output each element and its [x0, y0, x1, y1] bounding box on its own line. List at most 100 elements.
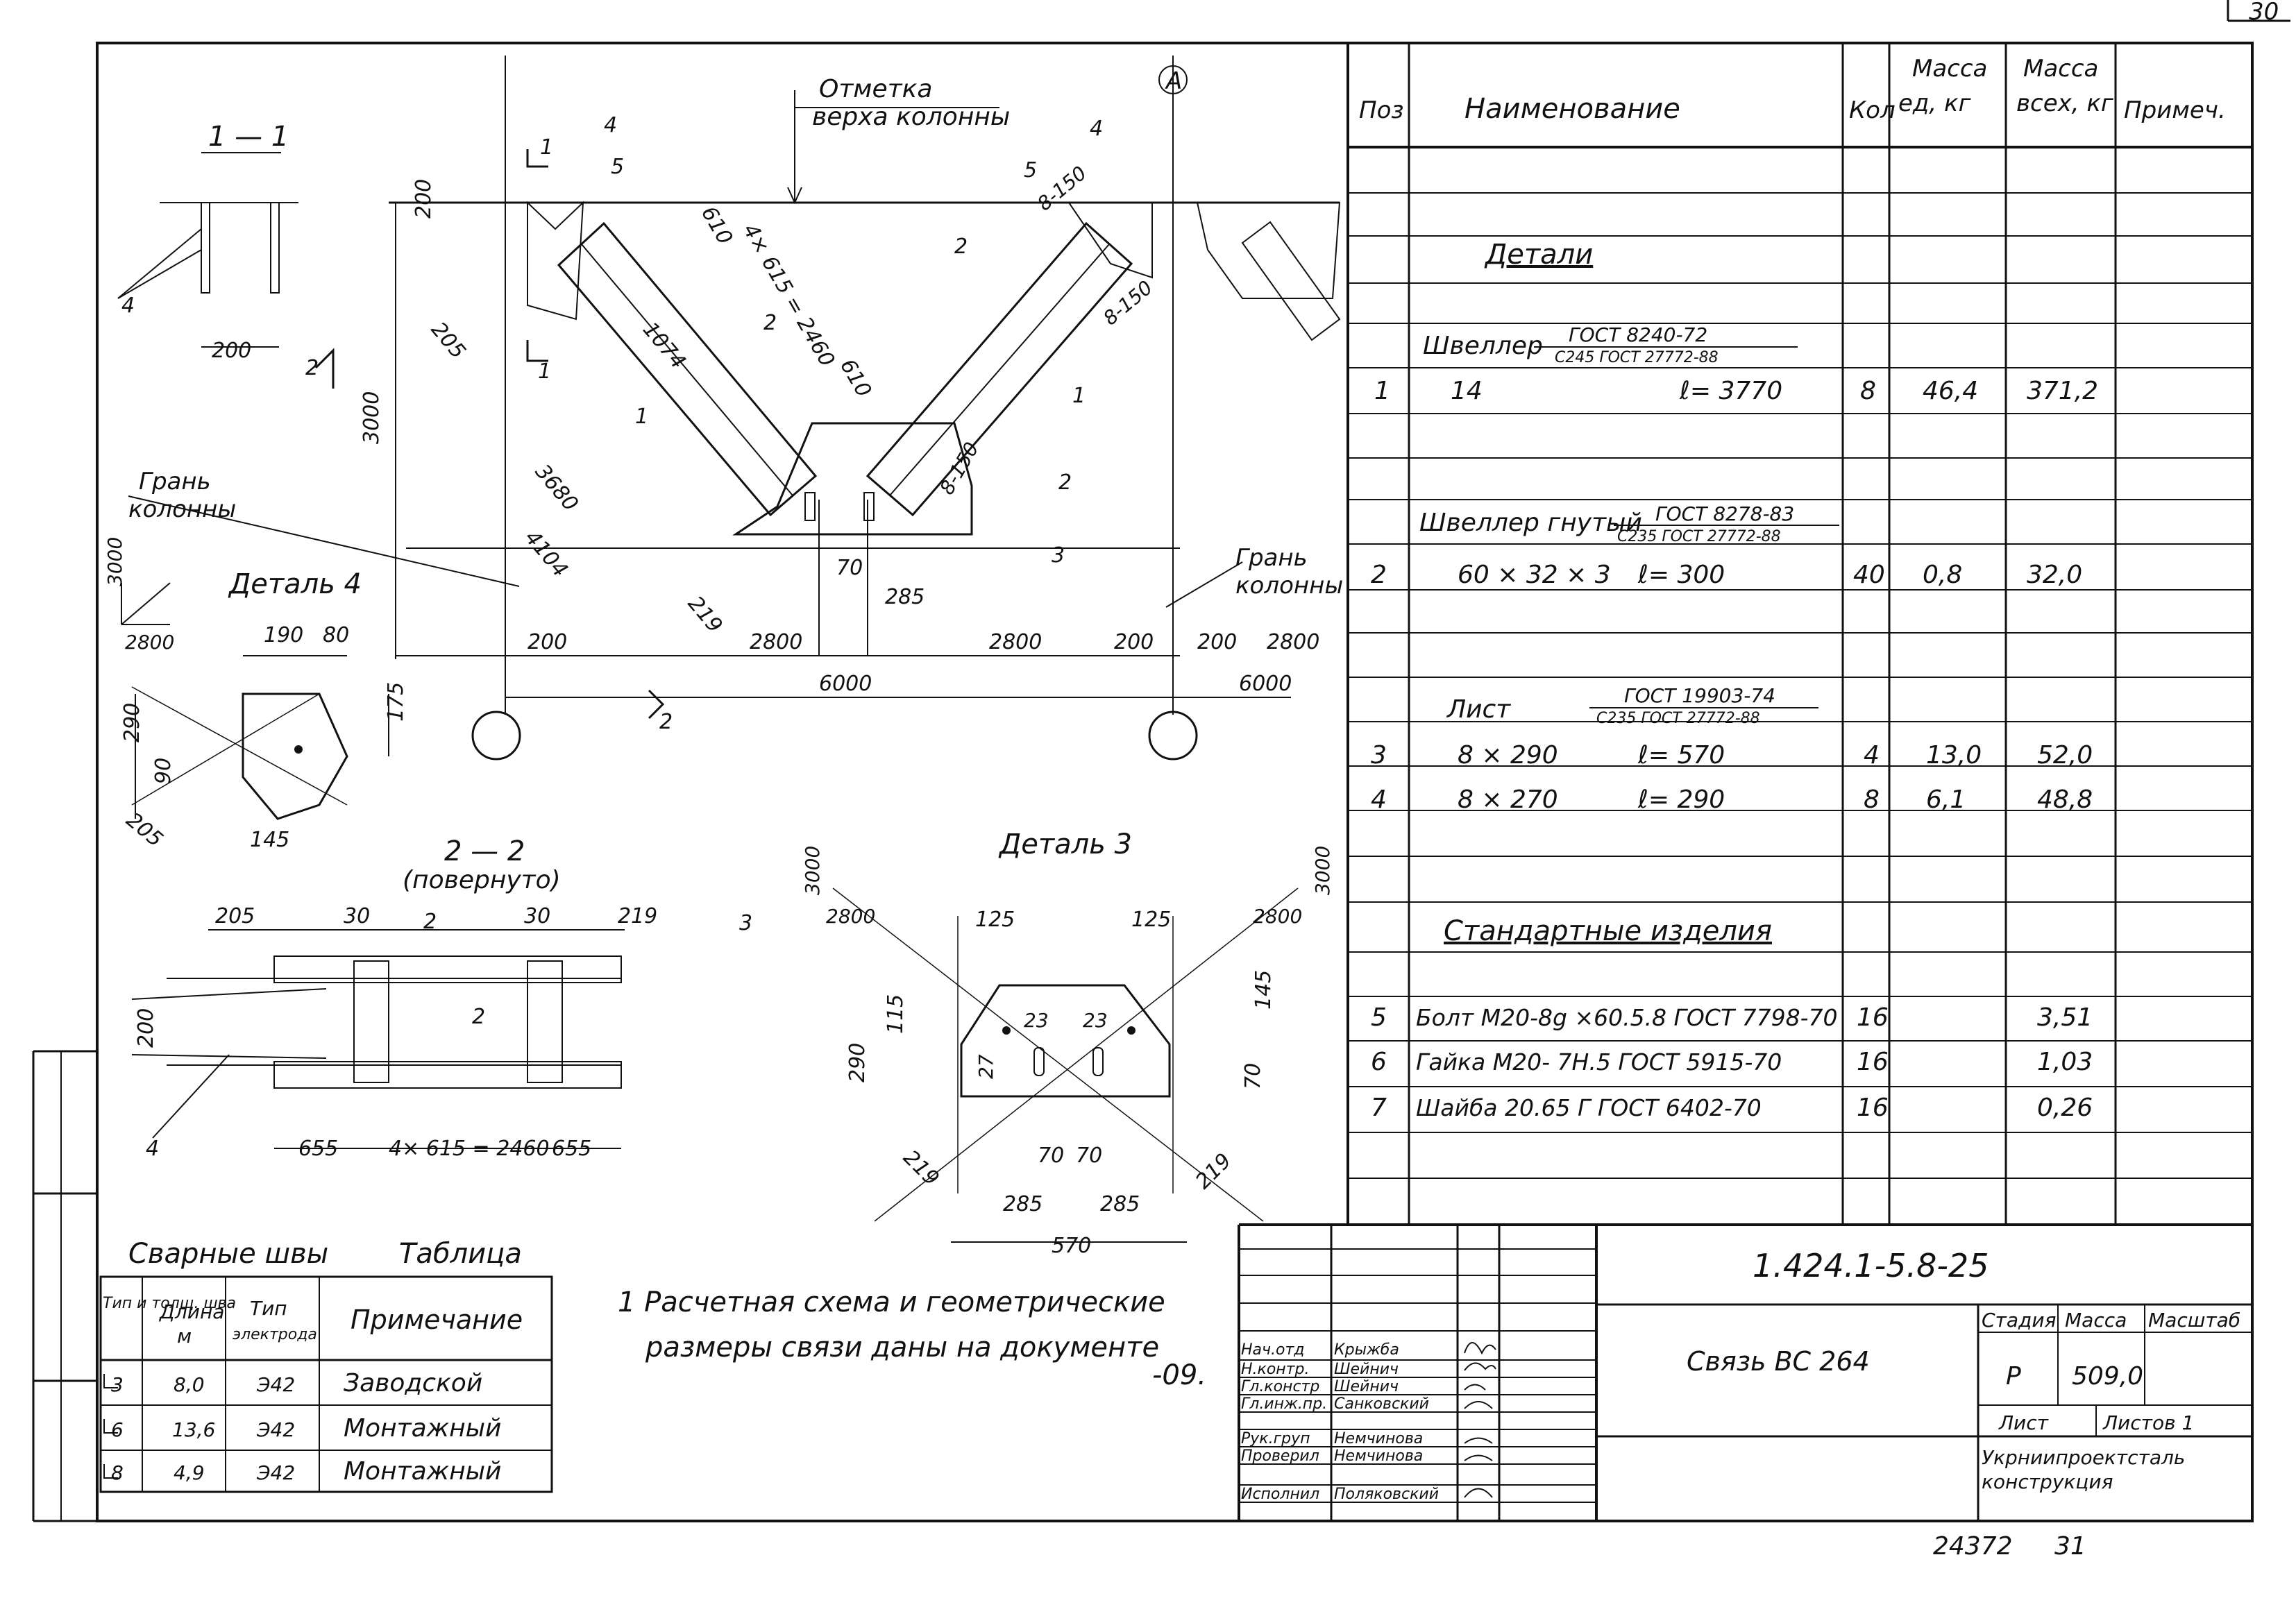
mass-value: 509,0 — [2072, 1362, 2143, 1391]
weld-row: 6 13,6 Э42 Монтажный — [111, 1414, 501, 1443]
spec-row-qty: 16 — [1857, 1003, 1889, 1032]
detail-3-dim-3000-right: 3000 — [1311, 846, 1334, 895]
stage-value: Р — [2006, 1362, 2021, 1391]
section-2-2-dim-655-a: 655 — [298, 1137, 338, 1161]
signature-role: Исполнил — [1241, 1486, 1319, 1503]
weld-electrode: Э42 — [256, 1418, 295, 1441]
callout-5-right: 5 — [1024, 158, 1037, 182]
spec-row: 2 60 × 32 × 3 ℓ= 300 40 0,8 32,0 — [1371, 561, 2082, 589]
dim-4104: 4104 — [520, 526, 573, 582]
mark-label-2: верха колонны — [812, 103, 1010, 131]
spec-row-name: 8 × 290 — [1458, 741, 1558, 770]
section-2-2-dim-30-a: 30 — [344, 904, 370, 928]
section-mark-2-top: 2 — [305, 356, 319, 380]
page-number-top: 30 — [2249, 0, 2279, 26]
spec-header-qty: Кол — [1849, 96, 1896, 124]
weld-8-150-c: 8-150 — [1033, 162, 1091, 216]
weld-8-150-a: 8-150 — [935, 439, 983, 499]
detail-4-dim-145: 145 — [250, 828, 289, 852]
note-line-2: размеры связи даны на документе — [645, 1332, 1159, 1363]
weld-table-grid — [99, 1275, 553, 1493]
weld-note: Заводской — [344, 1369, 482, 1397]
group1-std-top: ГОСТ 8240-72 — [1569, 323, 1707, 346]
detail-3-dim-23-a: 23 — [1024, 1009, 1049, 1032]
detail-4 — [121, 582, 389, 820]
detail-3-dim-70-a: 70 — [1038, 1144, 1064, 1168]
weld-row: 3 8,0 Э42 Заводской — [111, 1369, 482, 1397]
weld-length: 8,0 — [174, 1373, 205, 1396]
weld-note: Монтажный — [344, 1414, 501, 1443]
sheet-frame — [32, 0, 2290, 1522]
doc-title: Связь ВС 264 — [1687, 1346, 1870, 1377]
welds-caption-left: Сварные швы — [128, 1238, 328, 1270]
spec-row-pos: 3 — [1371, 741, 1387, 770]
spec-row-mass-unit: 13,0 — [1926, 741, 1982, 770]
callout-1-right: 1 — [1072, 384, 1086, 408]
dim-3000: 3000 — [360, 391, 384, 444]
group2-name: Швеллер гнутый — [1419, 509, 1642, 537]
detail-4-dim-290: 290 — [120, 703, 144, 742]
section-2-2-callout-2-top: 2 — [423, 910, 437, 934]
detail-3-dim-3000-left: 3000 — [801, 846, 824, 895]
detail-4-title: Деталь 4 — [228, 568, 362, 600]
section-mark-1-bot: 1 — [538, 359, 551, 384]
spec-section-std: Стандартные изделия — [1444, 915, 1772, 947]
signature-role: Гл.констр — [1241, 1378, 1319, 1395]
spec-row-qty: 40 — [1853, 561, 1885, 589]
detail-4-dim-90: 90 — [151, 758, 176, 784]
detail-4-dim-175: 175 — [384, 682, 408, 722]
detail-4-dim-205: 205 — [121, 808, 167, 852]
detail-3-dim-2800-right: 2800 — [1253, 905, 1302, 928]
detail-3-dim-290: 290 — [845, 1043, 870, 1082]
spec-row-len: ℓ= 3770 — [1679, 377, 1782, 405]
spec-row: 4 8 × 270 ℓ= 290 8 6,1 48,8 — [1371, 785, 2093, 814]
detail-4-dim-80: 80 — [323, 623, 349, 647]
callout-3: 3 — [1052, 543, 1065, 568]
dim-6000: 6000 — [819, 672, 872, 696]
spec-header-pos: Поз — [1359, 96, 1403, 124]
signature-name: Немчинова — [1334, 1430, 1423, 1447]
dim-200-vertical: 200 — [412, 179, 436, 219]
archive-number: 24372 — [1933, 1532, 2013, 1561]
spec-header-mass-all-2: всех, кг — [2016, 90, 2114, 117]
column-face-label-2: колонны — [128, 495, 236, 523]
spec-row: 6 Гайка М20- 7Н.5 ГОСТ 5915-70 16 1,03 — [1371, 1048, 2093, 1076]
detail-3-dim-125-a: 125 — [975, 908, 1015, 932]
section-2-2-dim-655-b: 655 — [552, 1137, 591, 1161]
spec-row-mass-all: 371,2 — [2027, 377, 2098, 405]
mark-label-1: Отметка — [819, 75, 932, 103]
dim-610-left: 610 — [696, 203, 737, 249]
dim-6000-far: 6000 — [1239, 672, 1292, 696]
detail-3-dim-27: 27 — [974, 1054, 997, 1079]
weld-electrode: Э42 — [256, 1461, 295, 1484]
weld-type: 6 — [111, 1418, 124, 1441]
signature-role: Рук.груп — [1241, 1430, 1310, 1447]
spec-row-qty: 8 — [1864, 785, 1880, 814]
detail-4-dim-190: 190 — [264, 623, 303, 647]
detail-3-dim-145: 145 — [1251, 970, 1276, 1010]
title-block-grid — [1238, 1223, 2252, 1521]
detail-3-dim-285-a: 285 — [1003, 1192, 1043, 1216]
weld-type: 8 — [111, 1461, 124, 1484]
section-1-1-callout-4: 4 — [121, 294, 135, 318]
section-2-2-dim-615: 4× 615 = 2460 — [389, 1137, 550, 1161]
spec-row-pos: 2 — [1371, 561, 1387, 589]
spec-row-mass-all: 32,0 — [2027, 561, 2082, 589]
weld-length: 4,9 — [174, 1461, 205, 1484]
signature-name: Санковский — [1334, 1395, 1429, 1413]
detail-3-dim-219-b: 219 — [1191, 1148, 1236, 1193]
callout-4: 4 — [604, 113, 617, 137]
spec-row-name: 14 — [1451, 377, 1483, 405]
detail-3-dim-70: 70 — [1241, 1063, 1265, 1089]
callout-2-top: 2 — [954, 235, 968, 259]
dim-2800-right: 2800 — [989, 630, 1042, 654]
dim-2800-left: 2800 — [750, 630, 802, 654]
archive-page: 31 — [2054, 1532, 2086, 1561]
org-line-2: конструкция — [1982, 1470, 2113, 1493]
section-2-2-dim-30-b: 30 — [524, 904, 550, 928]
spec-table-grid — [1347, 43, 2252, 1225]
section-2-2-title: 2 — 2 — [444, 835, 525, 867]
spec-row-name: Болт М20-8g ×60.5.8 ГОСТ 7798-70 — [1416, 1004, 1837, 1031]
spec-row-mass-all: 1,03 — [2037, 1048, 2093, 1076]
